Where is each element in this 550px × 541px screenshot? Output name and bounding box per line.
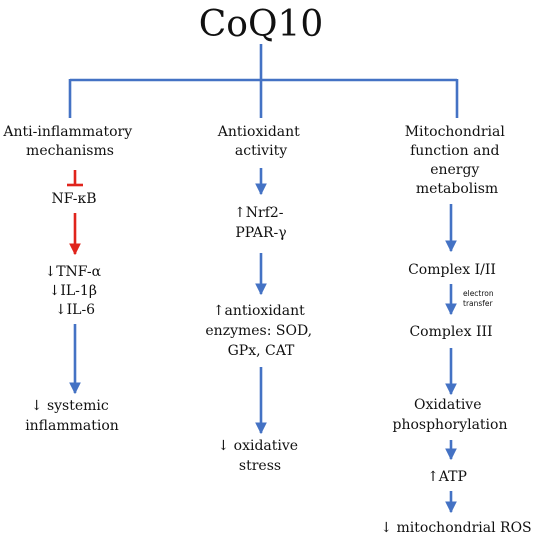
systemic-inflammation-label: ↓ systemic inflammation xyxy=(25,398,119,434)
nrf2-label: ↑Nrf2- PPAR-γ xyxy=(234,205,288,241)
oxidative-stress-label: ↓ oxidative stress xyxy=(217,438,302,474)
electron-transfer-label: electron transfer xyxy=(463,289,496,308)
inhibition-bar xyxy=(67,170,83,187)
mitochondrial-branch: Mitochondrial function and energy metabo… xyxy=(380,124,531,536)
nfkb-label: NF-κB xyxy=(51,191,96,207)
antioxidant-enzymes-label: ↑antioxidant enzymes: SOD, GPx, CAT xyxy=(205,303,316,359)
antioxidant-heading: Antioxidant activity xyxy=(217,124,304,159)
atp-label: ↑ATP xyxy=(427,469,467,485)
antioxidant-branch: Antioxidant activity ↑Nrf2- PPAR-γ ↑anti… xyxy=(205,124,316,474)
oxidative-phosphorylation-label: Oxidative phosphorylation xyxy=(393,397,508,433)
diagram-title: CoQ10 xyxy=(199,4,324,45)
complex-3-label: Complex III xyxy=(409,324,492,340)
complex-1-2-label: Complex I/II xyxy=(408,262,496,278)
anti-inflammatory-heading: Anti-inflammatory mechanisms xyxy=(2,124,136,159)
mitochondrial-heading: Mitochondrial function and energy metabo… xyxy=(405,124,510,197)
top-connector xyxy=(68,44,459,118)
anti-inflammatory-branch: Anti-inflammatory mechanisms NF-κB ↓TNF-… xyxy=(2,124,136,434)
mitochondrial-ros-label: ↓ mitochondrial ROS xyxy=(380,520,531,536)
cytokines-label: ↓TNF-α ↓IL-1β ↓IL-6 xyxy=(44,264,105,318)
